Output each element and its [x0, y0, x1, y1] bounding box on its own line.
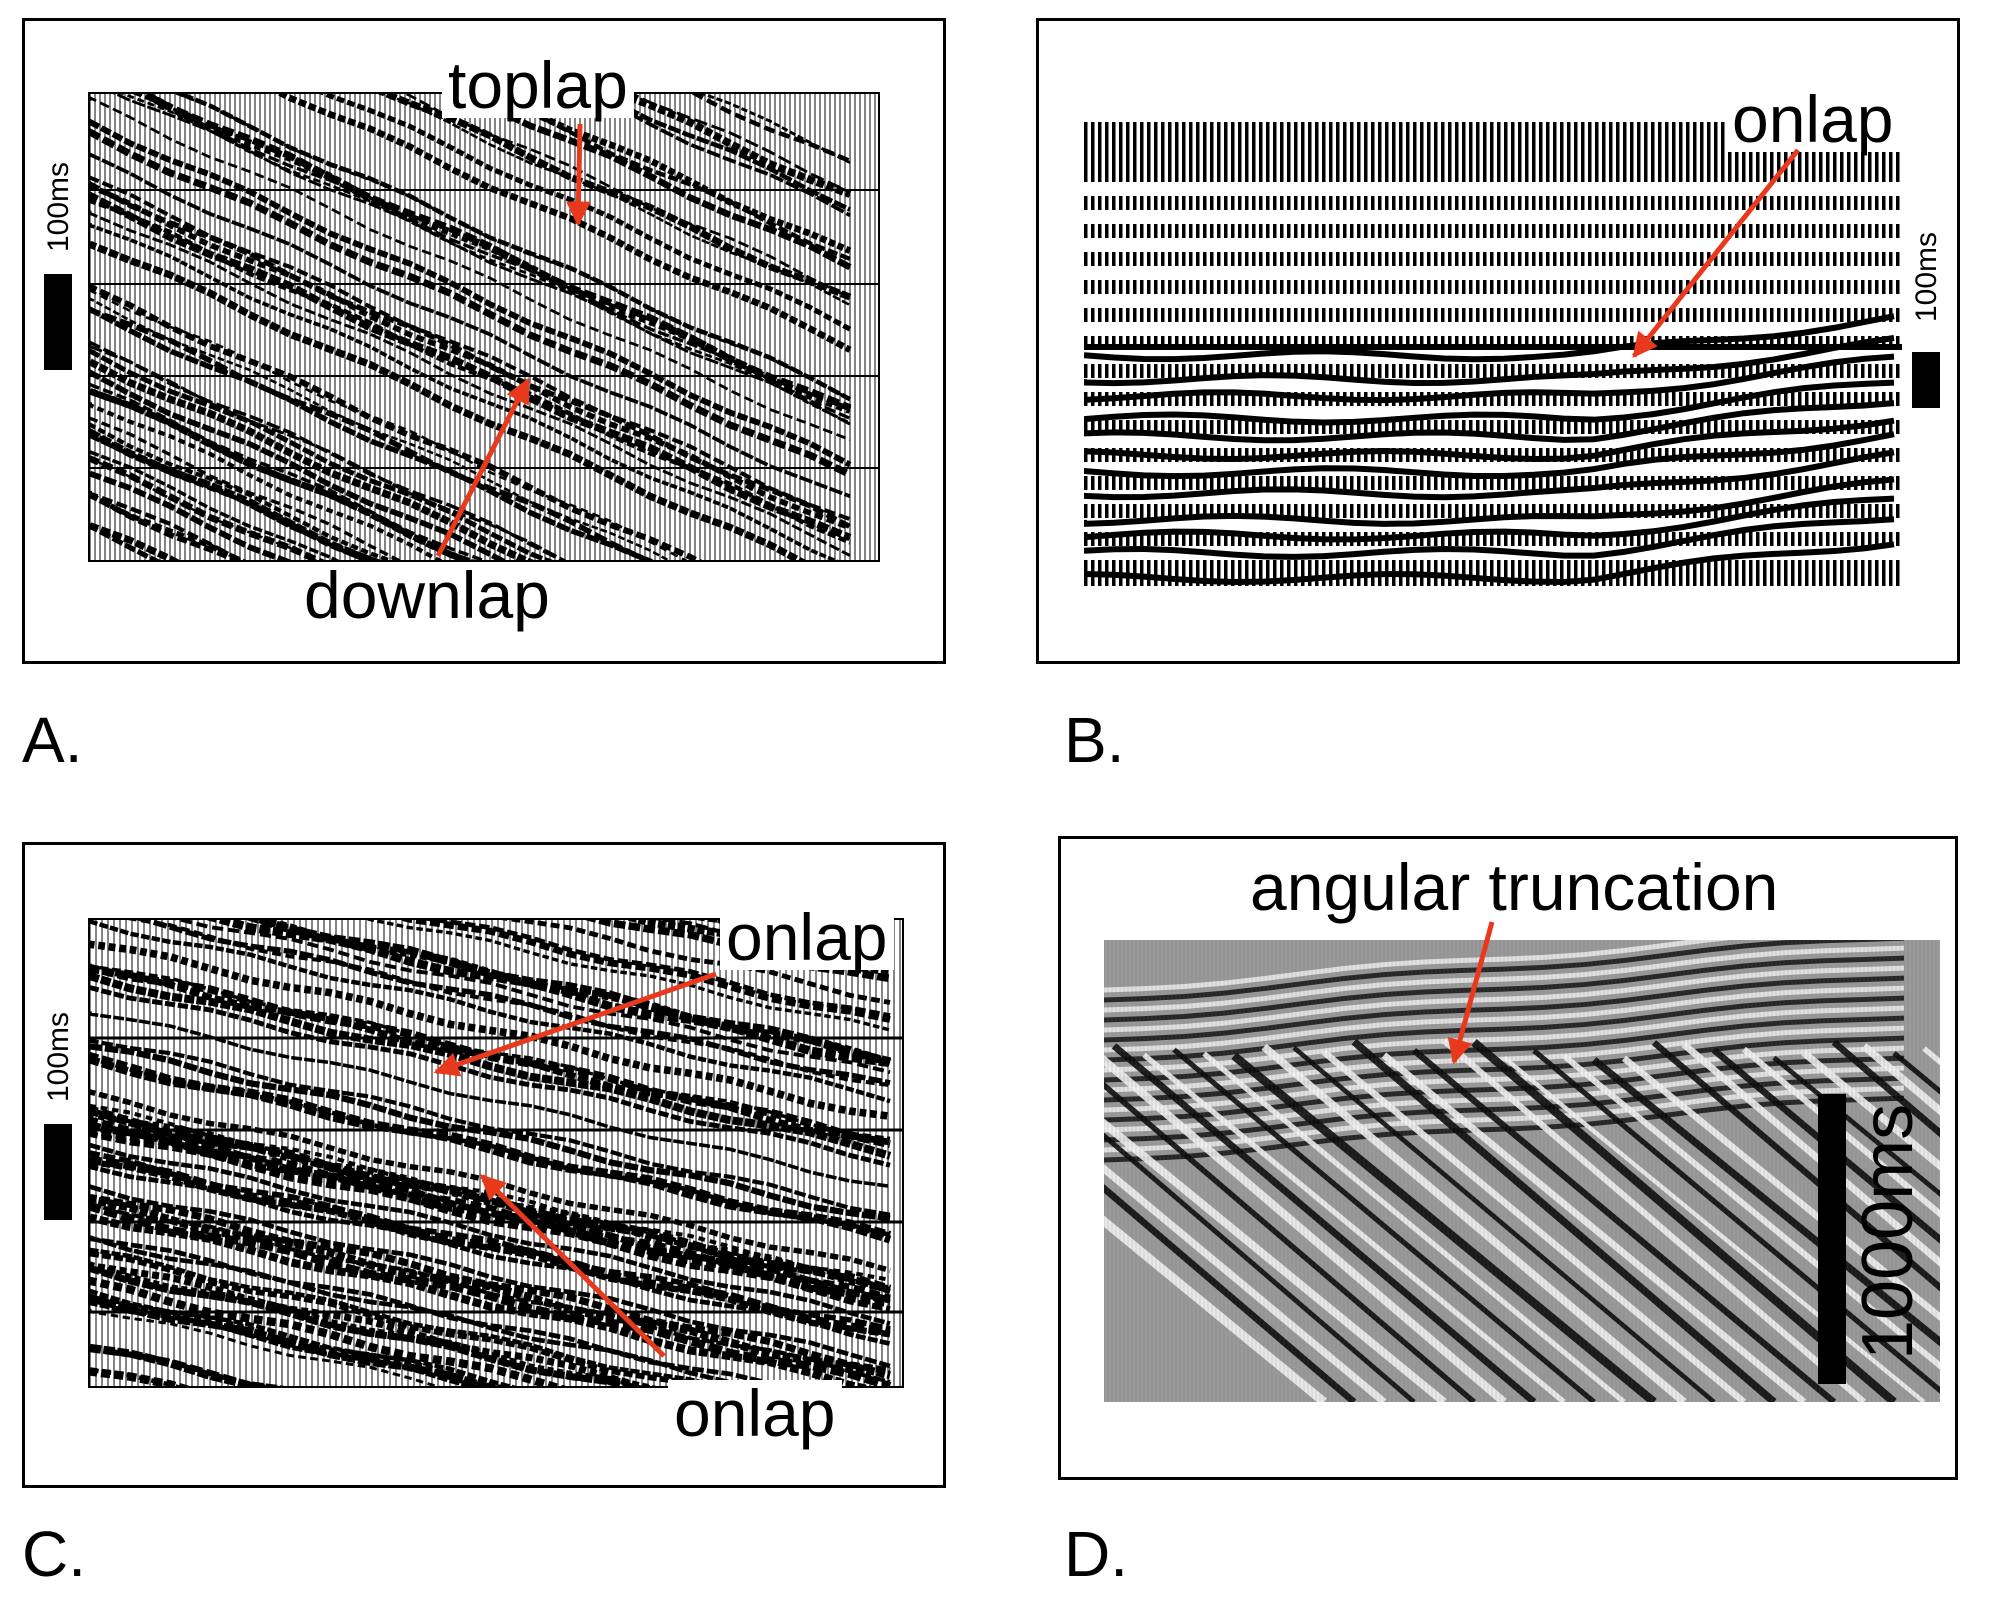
panel-a-downlap-label: downlap: [298, 562, 556, 628]
panel-b-seismic-section: [1084, 122, 1902, 586]
panel-c-seismic-section: [88, 918, 904, 1388]
panel-b-scale-bar: [1912, 352, 1940, 408]
panel-c-scale-label: 100ms: [42, 1011, 75, 1102]
panel-c-onlap-label-upper: onlap: [720, 904, 894, 970]
panel-b-letter: B.: [1064, 704, 1125, 776]
panel-d-angular-truncation-label: angular truncation: [1250, 850, 1779, 924]
panel-c-letter: C.: [22, 1518, 86, 1590]
panel-d-scale-label: 1000ms: [1848, 1103, 1928, 1360]
panel-a-seismic-section: [88, 92, 880, 562]
panel-a-scale-label: 100ms: [42, 161, 75, 252]
panel-d-letter: D.: [1064, 1518, 1128, 1590]
panel-a-scale-bar: [44, 274, 72, 370]
panel-d-seismic-section: [1104, 940, 1940, 1402]
panel-d-scale-bar: [1818, 1094, 1846, 1384]
panel-c-onlap-label-lower: onlap: [668, 1380, 842, 1446]
panel-b-scale-label: 100ms: [1910, 231, 1943, 322]
panel-c-scale-bar: [44, 1124, 72, 1220]
panel-a-toplap-label: toplap: [442, 52, 634, 118]
panel-a-letter: A.: [22, 704, 83, 776]
panel-b-onlap-label: onlap: [1726, 86, 1900, 152]
